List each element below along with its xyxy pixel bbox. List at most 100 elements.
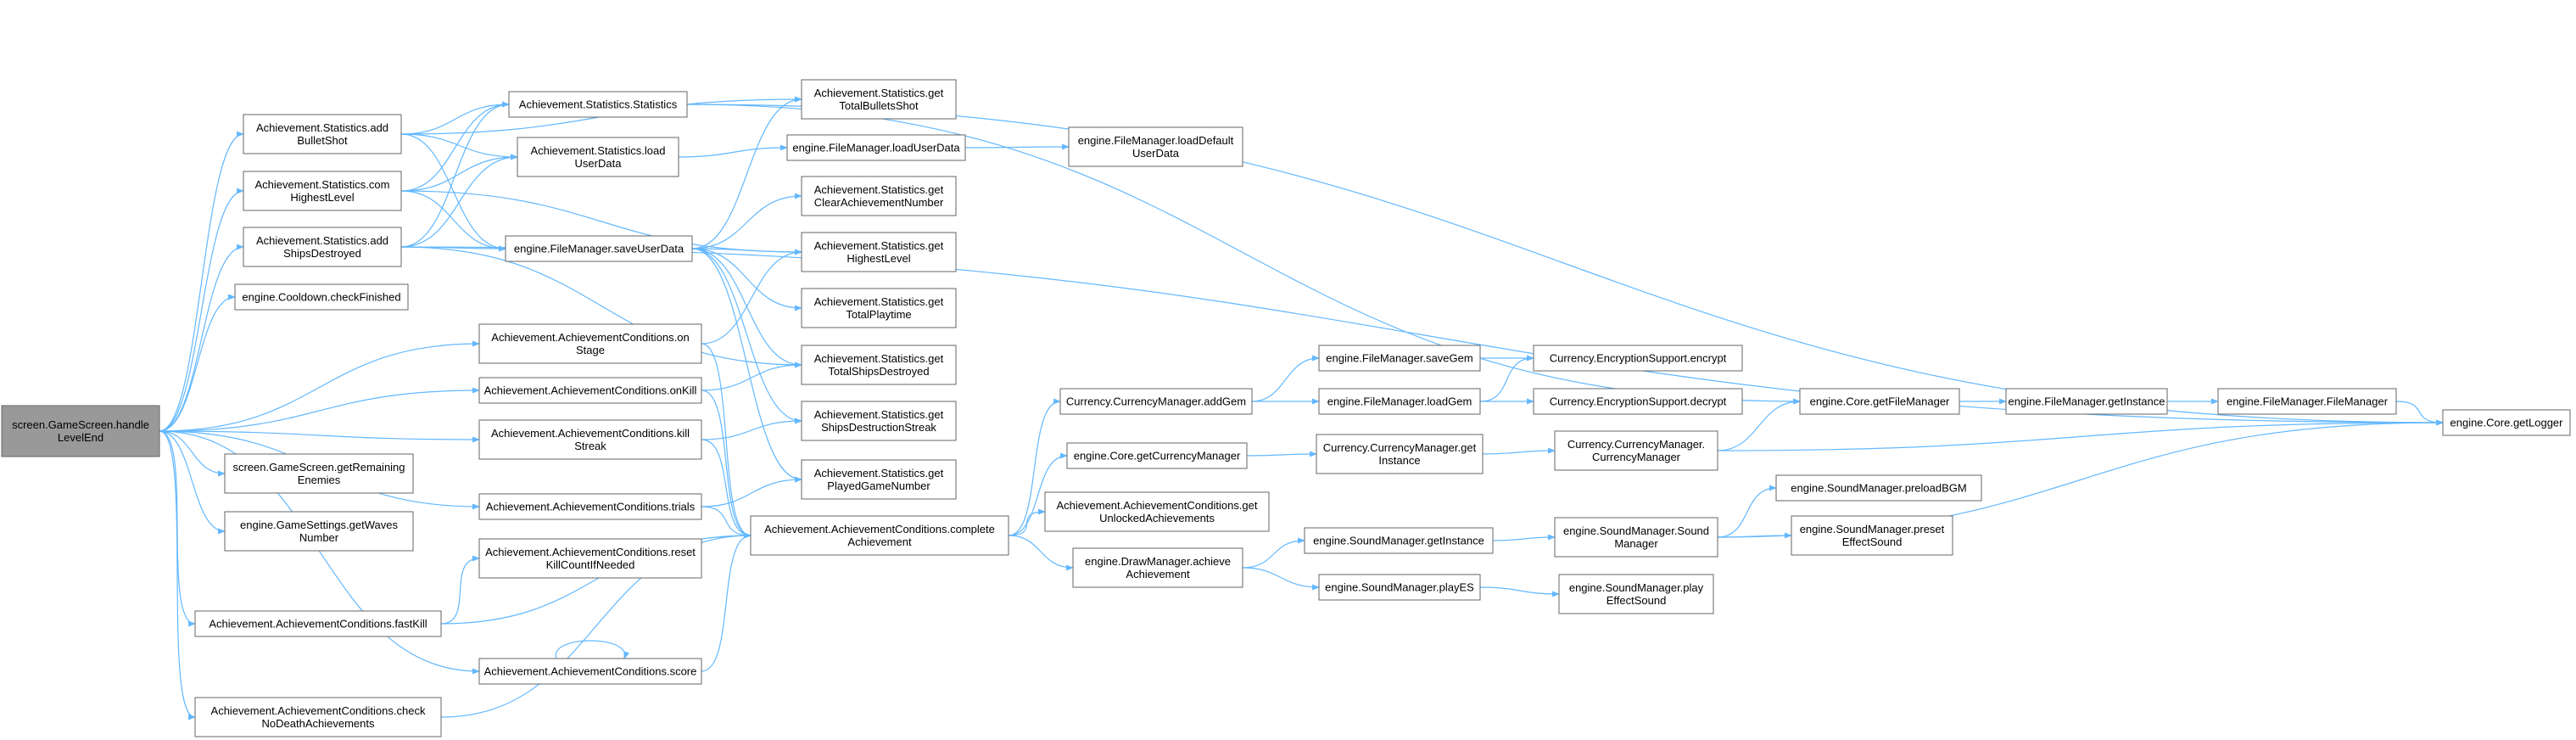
node-label: Achievement (847, 535, 912, 548)
node-fastKill[interactable]: Achievement.AchievementConditions.fastKi… (194, 610, 442, 637)
node-preloadBGM[interactable]: engine.SoundManager.preloadBGM (1775, 474, 1982, 502)
edge-root-to-fastKill (159, 430, 196, 627)
node-curGetInst[interactable]: Currency.CurrencyManager.getInstance (1316, 434, 1484, 474)
node-fmCtor[interactable]: engine.FileManager.FileManager (2217, 388, 2397, 415)
node-label: UserData (575, 157, 623, 170)
edge-curCtor-to-getFM (1717, 398, 1801, 451)
edge-saveUser-to-getPlayed (691, 248, 802, 483)
node-onKill[interactable]: Achievement.AchievementConditions.onKill (478, 377, 702, 404)
node-getClearAch[interactable]: Achievement.Statistics.getClearAchieveme… (801, 176, 957, 216)
node-label: ShipsDestroyed (283, 247, 361, 260)
node-complete[interactable]: Achievement.AchievementConditions.comple… (750, 515, 1009, 556)
node-box (1799, 388, 1960, 415)
node-trials[interactable]: Achievement.AchievementConditions.trials (478, 493, 702, 520)
node-label: Streak (574, 440, 606, 452)
node-saveGem[interactable]: engine.FileManager.saveGem (1318, 345, 1481, 372)
node-label: engine.SoundManager.play (1569, 581, 1704, 594)
node-loadUser[interactable]: Achievement.Statistics.loadUserData (517, 137, 679, 177)
node-box (801, 79, 957, 120)
edge-root-to-getRemaining (159, 430, 226, 477)
node-label: Currency.CurrencyManager.addGem (1066, 395, 1246, 408)
node-cooldown[interactable]: engine.Cooldown.checkFinished (234, 283, 409, 311)
node-label: UnlockedAchievements (1099, 512, 1215, 524)
node-noDeath[interactable]: Achievement.AchievementConditions.checkN… (194, 697, 442, 737)
node-getLogger[interactable]: engine.Core.getLogger (2442, 409, 2571, 436)
node-label: Achievement.Statistics.get (814, 352, 944, 365)
node-getFM[interactable]: engine.Core.getFileManager (1799, 388, 1960, 415)
node-box (1318, 574, 1481, 601)
node-encrypt[interactable]: Currency.EncryptionSupport.encrypt (1533, 345, 1743, 372)
node-saveUser[interactable]: engine.FileManager.saveUserData (505, 235, 693, 262)
node-killStreak[interactable]: Achievement.AchievementConditions.killSt… (478, 419, 702, 460)
node-playES[interactable]: engine.SoundManager.playES (1318, 574, 1481, 601)
node-getStreak[interactable]: Achievement.Statistics.getShipsDestructi… (801, 401, 957, 441)
nodes: screen.GameScreen.handleLevelEndAchievem… (1, 79, 2571, 737)
node-resetKill[interactable]: Achievement.AchievementConditions.resetK… (478, 538, 702, 579)
node-box (508, 91, 688, 118)
edge-root-to-cooldown (159, 294, 236, 432)
node-box (243, 227, 402, 267)
node-label: screen.GameScreen.getRemaining (232, 461, 405, 474)
node-sndGetInst[interactable]: engine.SoundManager.getInstance (1304, 527, 1494, 554)
node-getPlayed[interactable]: Achievement.Statistics.getPlayedGameNumb… (801, 459, 957, 500)
node-curCtor[interactable]: Currency.CurrencyManager.CurrencyManager (1554, 430, 1718, 471)
node-addGem[interactable]: Currency.CurrencyManager.addGem (1059, 388, 1253, 415)
edge-fmCtor-to-getLogger (2395, 401, 2444, 426)
edge-root-to-killStreak (159, 430, 480, 443)
node-label: Achievement.Statistics.get (814, 239, 944, 252)
node-statsCtor[interactable]: Achievement.Statistics.Statistics (508, 91, 688, 118)
edge-playES-to-playEffect (1479, 586, 1560, 597)
edge-onStage-to-complete (701, 343, 752, 539)
node-box (1316, 434, 1484, 474)
edge-addBullet-to-loadUser (400, 133, 518, 160)
node-getUnlocked[interactable]: Achievement.AchievementConditions.getUnl… (1044, 491, 1270, 532)
node-fmGetInst[interactable]: engine.FileManager.getInstance (2005, 388, 2168, 415)
node-label: Enemies (298, 474, 341, 486)
node-onStage[interactable]: Achievement.AchievementConditions.onStag… (478, 323, 702, 364)
node-box (1554, 430, 1718, 471)
node-label: Achievement (1126, 568, 1190, 580)
node-label: engine.Cooldown.checkFinished (242, 291, 400, 304)
edge-root-to-noDeath (159, 430, 196, 720)
node-label: engine.Core.getLogger (2450, 417, 2564, 429)
node-getTotalBullets[interactable]: Achievement.Statistics.getTotalBulletsSh… (801, 79, 957, 120)
node-box (194, 610, 442, 637)
edge-addBullet-to-statsCtor (400, 101, 510, 135)
node-box (243, 114, 402, 154)
edge-trials-to-complete (701, 506, 752, 539)
edge-addShips-to-getTotalShips (400, 246, 802, 368)
node-label: TotalShipsDestroyed (828, 365, 929, 378)
node-loadGem[interactable]: engine.FileManager.loadGem (1318, 388, 1481, 415)
node-decrypt[interactable]: Currency.EncryptionSupport.decrypt (1533, 388, 1743, 415)
node-score[interactable]: Achievement.AchievementConditions.score (478, 658, 702, 685)
node-getCurMgr[interactable]: engine.Core.getCurrencyManager (1066, 442, 1248, 469)
node-label: Achievement.Statistics.add (256, 234, 388, 247)
node-label: Achievement.Statistics.get (814, 295, 944, 308)
edge-complete-to-addGem (1008, 398, 1061, 536)
node-box (1059, 388, 1253, 415)
node-box (786, 134, 966, 161)
node-box (801, 459, 957, 500)
node-getTotalShips[interactable]: Achievement.Statistics.getTotalShipsDest… (801, 345, 957, 385)
edge-root-to-addBullet (159, 131, 244, 432)
node-box (224, 453, 414, 494)
node-label: engine.SoundManager.Sound (1563, 524, 1709, 537)
edge-addGem-to-saveGem (1251, 355, 1320, 402)
node-fmLoadUser[interactable]: engine.FileManager.loadUserData (786, 134, 966, 161)
node-sndCtor[interactable]: engine.SoundManager.SoundManager (1554, 517, 1718, 558)
node-label: engine.SoundManager.getInstance (1313, 535, 1484, 547)
node-box (750, 515, 1009, 556)
